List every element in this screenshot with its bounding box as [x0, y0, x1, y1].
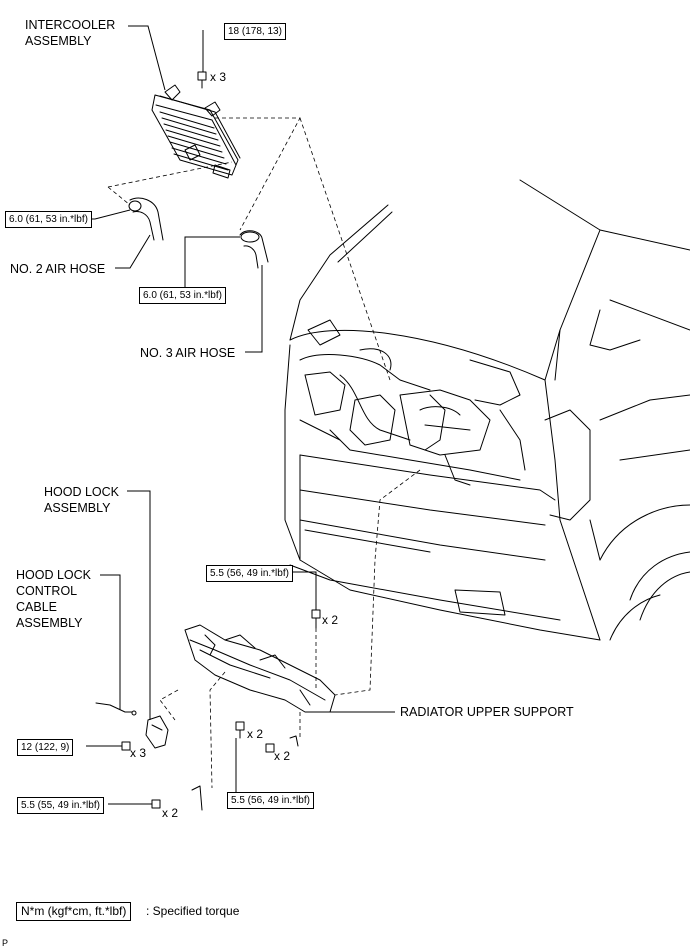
qty-support-bolt-lower-left: x 2 [162, 806, 179, 820]
hood-lock-assembly-label: HOOD LOCK ASSEMBLY [44, 485, 120, 515]
vehicle-front-illustration [284, 179, 690, 641]
no2-air-hose-label: NO. 2 AIR HOSE [10, 262, 106, 276]
torque-no3-hose-clamp: 6.0 (61, 53 in.*lbf) [139, 287, 226, 304]
corner-mark: P [2, 938, 9, 948]
torque-hood-lock-bolt: 12 (122, 9) [17, 739, 74, 756]
hood-lock-control-cable-label: HOOD LOCK CONTROL CABLE ASSEMBLY [16, 568, 92, 630]
radiator-support-illustration [184, 624, 336, 713]
torque-intercooler-bolt: 18 (178, 13) [224, 23, 286, 40]
bolt-illustrations [121, 609, 321, 811]
torque-support-bolt-lower-left: 5.5 (55, 49 in.*lbf) [17, 797, 104, 814]
legend-torque-unit: N*m (kgf*cm, ft.*lbf) [16, 902, 132, 921]
radiator-upper-support-label: RADIATOR UPPER SUPPORT [400, 705, 574, 719]
qty-hood-lock-bolt: x 3 [130, 746, 147, 760]
torque-no2-hose-clamp: 6.0 (61, 53 in.*lbf) [5, 211, 92, 228]
torque-support-bolt-lower-right: 5.5 (56, 49 in.*lbf) [227, 792, 314, 809]
no3-air-hose-label: NO. 3 AIR HOSE [140, 346, 236, 360]
intercooler-assembly-label: INTERCOOLER ASSEMBLY [25, 18, 116, 48]
qty-intercooler-bolt: x 3 [210, 70, 227, 84]
qty-support-bolt-mid: x 2 [247, 727, 264, 741]
hood-lock-illustration [95, 702, 169, 749]
alignment-lines [107, 117, 421, 789]
intercooler-illustration [151, 71, 241, 179]
qty-support-bolt-small: x 2 [274, 749, 291, 763]
air-hoses-illustration [128, 197, 269, 269]
torque-support-bolt-upper: 5.5 (56, 49 in.*lbf) [206, 565, 293, 582]
legend-description: : Specified torque [146, 904, 240, 918]
qty-support-bolt-upper: x 2 [322, 613, 339, 627]
leader-lines [70, 25, 395, 805]
